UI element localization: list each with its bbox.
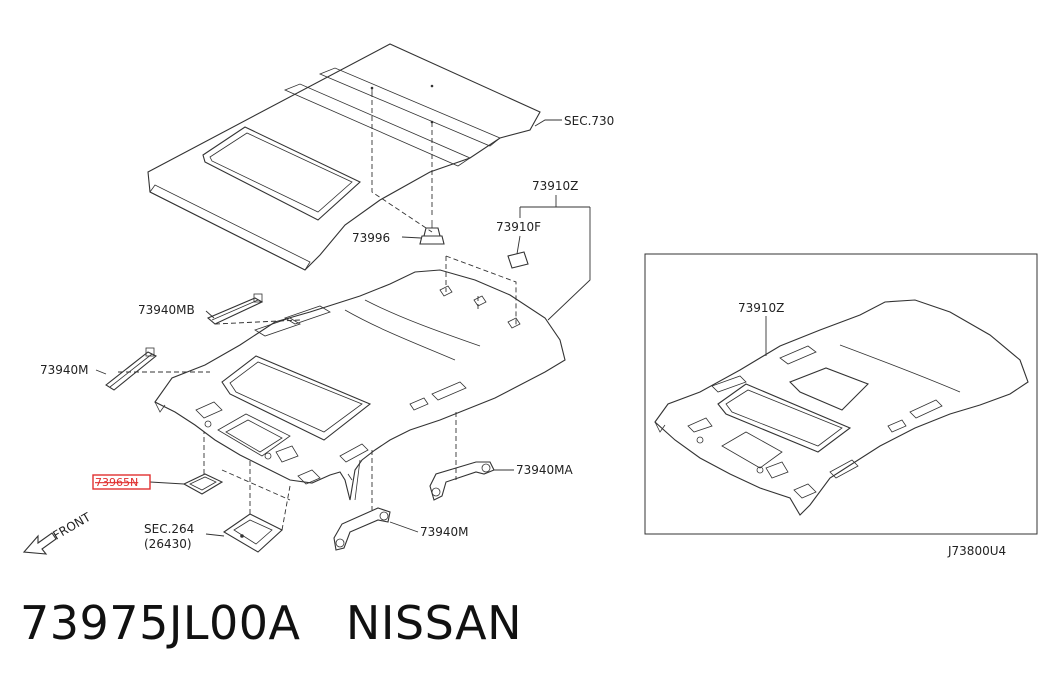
clip-73996-leader (401, 236, 422, 239)
grip-73940mb (206, 293, 264, 325)
lamp-73965n-leader (149, 481, 185, 485)
grip-73940m-left (105, 347, 158, 391)
brand-name: NISSAN (345, 596, 523, 650)
headlining-main (154, 269, 566, 501)
grip-73940m-bottom-leader (389, 521, 419, 533)
inset-73910z-label: 73910Z (738, 301, 784, 315)
map-lamp-26430 (222, 513, 283, 553)
clip-73996-label: 73996 (352, 231, 390, 245)
map-lamp-26430-leader (205, 533, 225, 537)
inset-headlining (654, 299, 1029, 516)
lamp-73965n (182, 473, 224, 495)
part-number: 73975JL00A (20, 596, 301, 650)
grip-73940m-bottom-label: 73940M (420, 525, 469, 539)
lamp-73965n-highlight-box (92, 474, 151, 490)
roof-panel (147, 43, 541, 271)
part-26430-label: (26430) (144, 537, 192, 551)
clip-73910f-leader (516, 235, 521, 255)
grip-73940m-left-label: 73940M (40, 363, 89, 377)
sec730-label: SEC.730 (564, 114, 614, 128)
front-label: FRONT (51, 510, 94, 543)
grip-73940ma (429, 461, 495, 501)
sec264-label: SEC.264 (144, 522, 194, 536)
headlining-73910z-bracket (519, 195, 591, 321)
lamp-73965n-label: 73965N (95, 476, 138, 489)
caption-spacer (301, 596, 346, 650)
map-lamp-26430-link (249, 460, 291, 531)
roof-link-lines (371, 92, 433, 233)
headlining-73910z-label: 73910Z (532, 179, 578, 193)
clip-73910f-label: 73910F (496, 220, 541, 234)
front-arrow (22, 532, 57, 555)
grip-73940mb-label: 73940MB (138, 303, 195, 317)
grip-73940mb-link (214, 319, 301, 325)
grip-73940mb-leader (205, 310, 215, 319)
sec730-leader (534, 119, 562, 127)
clip-73910f (507, 251, 529, 269)
grip-73940ma-label: 73940MA (516, 463, 574, 477)
lamp-73965n-link (203, 432, 291, 501)
grip-73940m-left-leader (95, 369, 107, 375)
inset-frame (644, 253, 1038, 535)
clip-link-lines (445, 255, 517, 326)
clip-73996 (419, 220, 445, 245)
grip-73940m-bottom (333, 507, 391, 551)
drawing-code-label: J73800U4 (947, 544, 1006, 558)
caption: 73975JL00A NISSAN (20, 596, 522, 650)
